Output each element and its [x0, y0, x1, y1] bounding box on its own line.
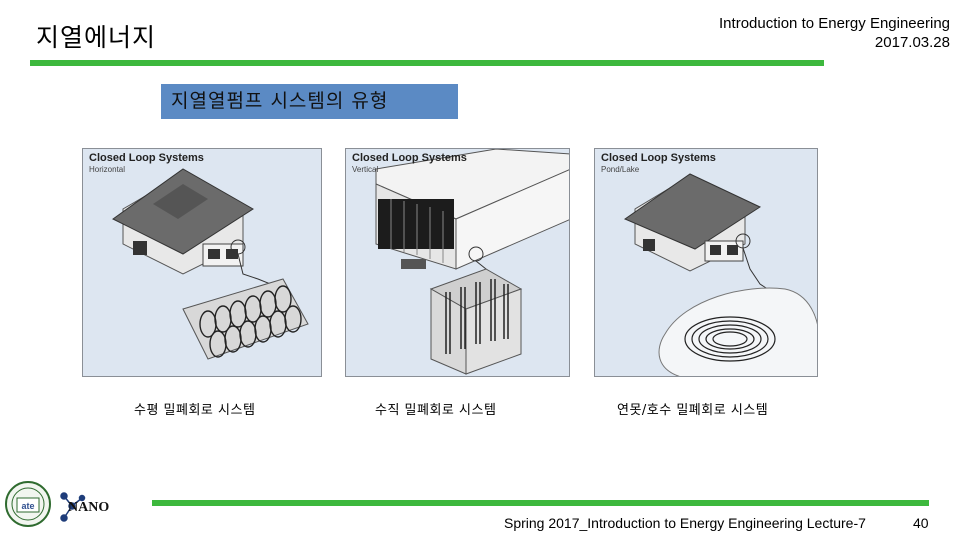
page-number: 40 [913, 515, 929, 531]
logo-text: ate [21, 501, 34, 511]
section-subtitle: 지열열펌프 시스템의 유형 [161, 84, 458, 119]
nano-logo-text: NANO [68, 500, 109, 515]
lecture-date: 2017.03.28 [874, 34, 950, 51]
footer-text: Spring 2017_Introduction to Energy Engin… [504, 515, 866, 531]
caption-vertical: 수직 밀폐회로 시스템 [375, 403, 497, 418]
slide-title: 지열에너지 [36, 23, 157, 52]
panel-subtitle: Pond/Lake [601, 165, 640, 174]
panel-title: Closed Loop Systems [601, 152, 716, 164]
panel-subtitle: Horizontal [89, 165, 126, 174]
vertical-loop-diagram: Closed Loop Systems Vertical [345, 148, 570, 377]
panel-subtitle: Vertical [352, 165, 379, 174]
bottom-accent-bar [152, 500, 929, 506]
pond-lake-loop-illustration [623, 173, 817, 376]
pond-lake-loop-diagram: Closed Loop Systems Pond/Lake [594, 148, 818, 377]
horizontal-loop-illustration [112, 168, 309, 360]
course-name: Introduction to Energy Engineering [719, 15, 950, 32]
course-header: Introduction to Energy Engineering 2017.… [719, 14, 950, 52]
vertical-loop-illustration [375, 149, 569, 375]
panel-title: Closed Loop Systems [352, 152, 467, 164]
nano-lab-logo: NANO [58, 488, 148, 528]
caption-pond-lake: 연못/호수 밀폐회로 시스템 [617, 403, 769, 418]
top-accent-bar [30, 60, 824, 66]
university-logo: ate [4, 480, 52, 528]
panel-title: Closed Loop Systems [89, 152, 204, 164]
caption-horizontal: 수평 밀폐회로 시스템 [134, 403, 256, 418]
horizontal-loop-diagram: Closed Loop Systems Horizontal [82, 148, 322, 377]
